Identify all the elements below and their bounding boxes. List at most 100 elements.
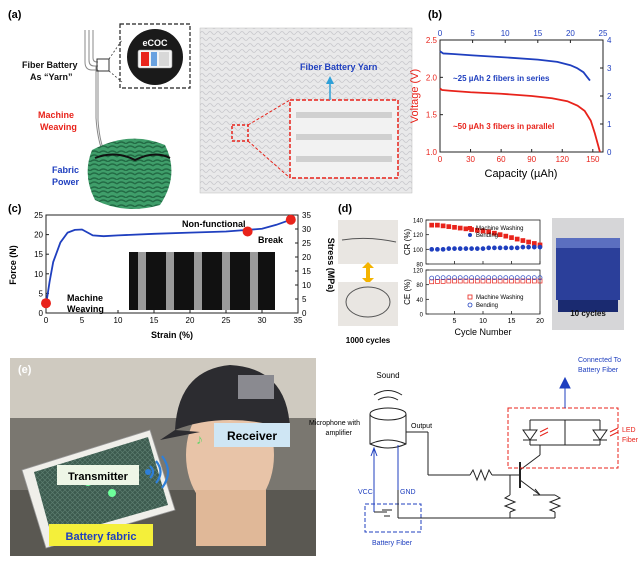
d-point-2-0	[446, 224, 452, 229]
d-point-2-0	[429, 222, 435, 228]
d-point-3-1	[446, 275, 452, 281]
d-point-3-0	[480, 278, 486, 284]
ecoc-zoom-frame	[119, 23, 191, 89]
d-point-2-0	[452, 224, 457, 230]
d-point-2-0	[435, 222, 440, 228]
d-point-2-1	[463, 246, 469, 251]
c-xtick-label: 0	[44, 316, 49, 325]
b-ytick-label: 1.0	[426, 148, 438, 157]
c-ytick-label: 15	[34, 250, 43, 259]
c-xtick-label: 15	[150, 316, 159, 325]
fiber-battery-label: Fiber Battery	[22, 60, 78, 70]
output-label: Output	[411, 423, 432, 430]
c-marker-0	[41, 298, 51, 309]
d-point-3-0	[463, 278, 469, 284]
plot-c-label-machine-2: Weaving	[67, 304, 104, 314]
d-point-2-0	[463, 226, 469, 232]
d-point-2-1	[520, 244, 526, 250]
plot-c-xlabel: Strain (%)	[151, 330, 193, 340]
legend-bend-text: Bending	[476, 233, 498, 239]
d-point-3-0	[497, 278, 503, 284]
c-right-ytick-label: 5	[302, 295, 307, 304]
zoom-box-small	[96, 58, 110, 72]
b-xtick-label: 60	[497, 155, 506, 164]
d-point-2-1	[486, 245, 492, 251]
b-top-xtick-label: 10	[501, 29, 510, 38]
d-point-3-0	[509, 278, 514, 284]
d-ytick-label: 100	[413, 248, 424, 254]
legend-bend-open-marker	[467, 302, 473, 308]
plot-d-xlabel: Cycle Number	[454, 327, 511, 337]
b-series-line-1	[439, 50, 591, 82]
d-point-2-1	[435, 246, 440, 252]
d-point-3-1	[469, 275, 474, 281]
c-ytick-label: 25	[34, 211, 43, 220]
d-point-2-0	[509, 235, 514, 240]
d-point-3-1	[435, 275, 440, 281]
b-xtick-label: 120	[556, 155, 570, 164]
plot-d-bottom-ylabel: CE (%)	[403, 279, 412, 305]
d-point-3-1	[503, 275, 509, 281]
d-point-2-1	[469, 246, 474, 251]
d-point-3-1	[480, 275, 486, 281]
d-xtick-label: 10	[479, 318, 487, 325]
c-right-ytick-label: 20	[302, 253, 311, 262]
battery-fiber-label: Battery Fiber	[372, 540, 413, 547]
d-point-3-0	[526, 278, 531, 284]
b-ytick-label: 1.5	[426, 111, 438, 120]
d-point-2-0	[497, 232, 503, 238]
machine-weaving-label-2: Weaving	[40, 122, 77, 132]
d-point-3-0	[446, 278, 452, 284]
fiber-yarn-photo-label: Fiber Battery Yarn	[300, 62, 377, 72]
mic-label-1: Microphone with	[309, 420, 360, 427]
legend-bend-marker	[468, 233, 472, 237]
b-top-xtick-label: 0	[438, 29, 443, 38]
plot-d-top-ylabel: CR (%)	[403, 229, 412, 256]
b-series-line-0	[439, 87, 601, 153]
d-point-2-1	[503, 245, 509, 251]
d-point-3-0	[537, 278, 543, 284]
plot-b-xlabel: Capacity (µAh)	[485, 168, 558, 180]
c-ytick-label: 20	[34, 231, 43, 240]
mic-label-2: amplifier	[326, 430, 353, 437]
d-point-3-1	[486, 275, 492, 281]
plot-b-series	[439, 50, 601, 153]
d-ytick-label: 80	[416, 283, 423, 289]
c-ytick-label: 10	[34, 270, 43, 279]
c-right-ytick-label: 10	[302, 281, 311, 290]
panel-e-letter: (e)	[18, 364, 32, 376]
wireless-signal-icon	[149, 455, 170, 489]
d-point-2-0	[474, 227, 480, 233]
d-point-2-1	[480, 246, 486, 251]
d-point-3-1	[514, 275, 520, 281]
legend-mw-marker	[468, 226, 472, 230]
d-point-2-1	[446, 246, 452, 251]
c-marker-1	[242, 226, 253, 237]
label-1000-cycles: 1000 cycles	[346, 336, 391, 345]
c-marker-2	[285, 214, 296, 225]
demo-photo: Transmitter Receiver Battery fabric ♪ (e…	[10, 358, 316, 556]
legend-mw-open-marker	[467, 294, 473, 300]
panel-c-letter: (c)	[8, 203, 22, 215]
led-label-2: Fiber	[622, 437, 639, 444]
plot-c-ylabel: Force (N)	[8, 245, 18, 285]
plot-c-ylabel-right: Stress (MPa)	[326, 238, 336, 293]
d-point-3-0	[520, 278, 526, 284]
d-point-2-1	[452, 246, 457, 251]
c-right-ytick-label: 35	[302, 211, 311, 220]
d-point-2-1	[429, 246, 435, 252]
d-point-3-1	[520, 275, 526, 281]
d-ytick-label: 120	[413, 233, 424, 239]
panel-a: (a) eCOC Fiber Battery As “Yarn” Machine…	[8, 9, 413, 209]
machine-weaving-label-1: Machine	[38, 110, 74, 120]
d-point-3-1	[474, 275, 480, 281]
c-right-ytick-label: 0	[302, 309, 307, 318]
c-right-ytick-label: 25	[302, 239, 311, 248]
ecoc-label: eCOC	[142, 38, 168, 48]
d-point-3-0	[503, 278, 509, 284]
